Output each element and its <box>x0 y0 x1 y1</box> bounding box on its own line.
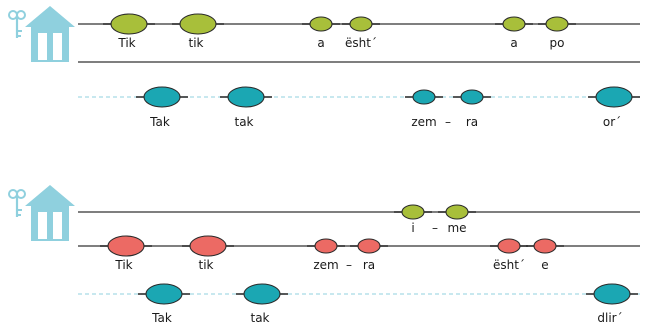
note <box>350 238 388 254</box>
note <box>136 86 188 108</box>
note <box>586 283 638 305</box>
note <box>172 13 224 35</box>
syllable-label: Tak <box>149 115 170 129</box>
note <box>588 86 640 108</box>
note <box>538 16 576 32</box>
syllable-label: Tik <box>114 258 132 272</box>
key-icon <box>8 189 26 217</box>
syllable-label: Tak <box>151 311 172 325</box>
note <box>490 238 528 254</box>
syllable-label: i <box>411 221 414 235</box>
note <box>405 89 443 105</box>
syllable-separator: – <box>346 258 352 272</box>
syllable-label: po <box>550 36 565 50</box>
note <box>138 283 190 305</box>
syllable-label: tak <box>250 311 269 325</box>
syllable-label: zem <box>411 115 436 129</box>
key-icon <box>8 10 26 38</box>
house-icon <box>25 185 75 241</box>
note <box>438 204 476 220</box>
notes-layer <box>100 13 640 305</box>
syllable-label: ra <box>363 258 375 272</box>
syllable-separator: – <box>432 221 438 235</box>
staff-lines <box>78 23 640 295</box>
syllable-label: tik <box>189 36 204 50</box>
note <box>342 16 380 32</box>
note <box>220 86 272 108</box>
syllable-label: tak <box>234 115 253 129</box>
note <box>526 238 564 254</box>
note <box>103 13 155 35</box>
note <box>453 89 491 105</box>
syllable-label: ra <box>466 115 478 129</box>
note <box>302 16 340 32</box>
syllable-label: a <box>317 36 324 50</box>
note <box>307 238 345 254</box>
syllable-separator: – <box>445 115 451 129</box>
syllable-label: dlir´ <box>597 311 622 325</box>
syllable-label: e <box>541 258 548 272</box>
syllable-label: tik <box>199 258 214 272</box>
syllable-label: Tik <box>117 36 135 50</box>
syllable-label: ësht´ <box>345 36 377 50</box>
house-icon <box>25 6 75 62</box>
icons-layer <box>8 6 75 241</box>
note <box>182 235 234 257</box>
note <box>495 16 533 32</box>
syllable-label: me <box>447 221 466 235</box>
note <box>100 235 152 257</box>
syllable-label: zem <box>313 258 338 272</box>
syllable-label: ësht´ <box>493 258 525 272</box>
note <box>236 283 288 305</box>
note <box>394 204 432 220</box>
syllable-label: or´ <box>603 115 621 129</box>
syllable-label: a <box>510 36 517 50</box>
